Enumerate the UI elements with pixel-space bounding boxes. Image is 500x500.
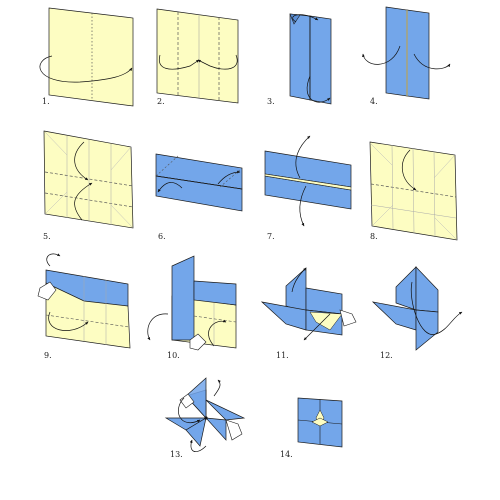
flap-upper-left (285, 267, 307, 314)
paper-sheet (48, 7, 134, 107)
squash-indicator (179, 393, 195, 409)
step-6: 6. (155, 153, 243, 241)
diagonal-creases (44, 131, 134, 229)
step-number: 10. (167, 351, 180, 360)
squash-indicator (339, 309, 357, 327)
fold-arrow (217, 170, 241, 185)
step-number: 1. (42, 97, 50, 106)
fold-arrow (303, 313, 331, 341)
fold-arrow (158, 54, 200, 70)
fold-arrow (402, 149, 417, 191)
step-number: 2. (157, 97, 165, 106)
fold-arrow (39, 55, 133, 83)
folded-flap (193, 280, 237, 306)
step-number: 3. (267, 97, 275, 106)
fold-arrow (178, 397, 201, 423)
valley-fold-line (155, 155, 179, 177)
pinwheel-blade-bottom (205, 417, 227, 441)
step-number: 14. (280, 450, 293, 459)
diagonal-creases (369, 142, 458, 241)
center-star (311, 417, 329, 427)
fold-arrow (197, 54, 238, 70)
step-number: 5. (43, 232, 51, 241)
paper-flap-left (385, 6, 408, 97)
fold-arrow (291, 267, 307, 293)
flap-upper-right (415, 266, 439, 313)
step-13: 13. (164, 377, 246, 459)
fold-arrow (306, 75, 331, 103)
step-9: 9. (37, 253, 131, 360)
paper-sheet (156, 8, 239, 104)
corner-fold (289, 13, 301, 25)
yellow-underside (309, 311, 343, 331)
fold-arrow (292, 14, 319, 23)
step-11: 11. (260, 267, 357, 360)
step-14: 14. (280, 397, 343, 459)
crease-line (412, 147, 415, 234)
squash-indicator (189, 333, 207, 351)
step-number: 11. (276, 351, 289, 360)
paper-flap-right (406, 9, 430, 100)
flap-upper-left (395, 266, 417, 311)
pinwheel-blade-right (205, 399, 246, 421)
valley-fold-line (45, 314, 130, 328)
step-12: 12. (371, 266, 463, 360)
center-gap (264, 173, 352, 191)
squash-indicator (37, 281, 57, 301)
step-8: 8. (369, 141, 458, 241)
paper-flap-right (309, 15, 332, 105)
crease-line (433, 150, 436, 237)
unfold-arrow (295, 135, 311, 179)
center-point (204, 416, 208, 420)
step-number: 8. (370, 232, 378, 241)
step-number: 6. (158, 232, 166, 241)
flap-lower-right (415, 309, 439, 351)
step-7: 7. (264, 135, 352, 241)
turn-over-arrow (413, 53, 451, 70)
step-5: 5. (43, 130, 134, 241)
fold-arrow (213, 379, 221, 397)
valley-fold-line (193, 315, 237, 323)
fold-arrow (189, 439, 207, 453)
flap-right (305, 287, 343, 315)
step-10: 10. (147, 255, 237, 360)
step-number: 12. (380, 351, 393, 360)
squash-indicator (225, 419, 243, 441)
unfold-arrow (299, 185, 307, 227)
step-4: 4. (362, 6, 451, 106)
step-3: 3. (267, 13, 332, 106)
step-2: 2. (156, 8, 239, 106)
step-number: 9. (44, 351, 52, 360)
turn-over-arrow (362, 45, 401, 65)
step-number: 7. (267, 232, 275, 241)
fold-arrow (147, 313, 169, 341)
pinwheel-blade-lower-left (185, 417, 207, 447)
fold-arrow (46, 253, 61, 267)
fold-arrow (74, 182, 93, 221)
center-edge (155, 175, 243, 190)
crease-line (391, 144, 394, 230)
turn-over-arrow (410, 281, 463, 335)
paper-sheet (43, 130, 134, 229)
step-1: 1. (39, 7, 134, 107)
fold-arrow (208, 319, 227, 347)
step-number: 13. (170, 450, 183, 459)
fold-arrow (48, 311, 89, 331)
pinwheel-blade-top-back (185, 377, 207, 419)
fold-arrow (74, 141, 89, 181)
raised-flap (171, 255, 195, 341)
step-number: 4. (370, 97, 378, 106)
fold-arrow (157, 182, 183, 193)
